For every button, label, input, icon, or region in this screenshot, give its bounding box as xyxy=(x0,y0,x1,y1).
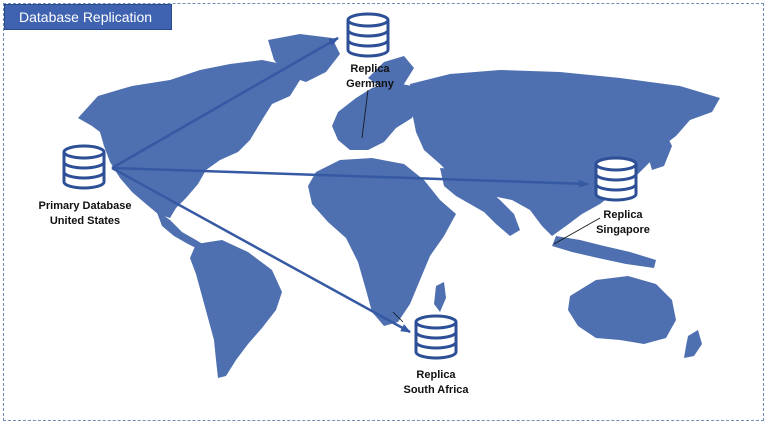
scandinavia-shape xyxy=(368,56,414,92)
germany-label-line2: Germany xyxy=(346,78,394,90)
singapore-label-line1: Replica xyxy=(603,209,643,221)
australia-shape xyxy=(568,276,676,344)
indonesia-shape xyxy=(552,236,656,268)
germany-leader-line xyxy=(361,89,369,139)
new-zealand-shape xyxy=(684,330,702,358)
india-shape xyxy=(440,168,520,236)
primary-database-label: Primary Database United States xyxy=(30,199,140,229)
south-africa-label-line2: South Africa xyxy=(403,384,469,396)
madagascar-shape xyxy=(434,282,446,312)
europe-shape xyxy=(332,82,420,150)
callout-lines xyxy=(361,89,601,323)
arrow-to-singapore xyxy=(111,166,589,188)
central-america-shape xyxy=(156,210,206,250)
south-america-shape xyxy=(190,240,282,378)
diagram-title: Database Replication xyxy=(4,4,172,30)
database-icon xyxy=(62,144,106,190)
primary-label-line1: Primary Database xyxy=(38,200,132,212)
germany-replica-label: Replica Germany xyxy=(330,62,410,92)
primary-label-line2: United States xyxy=(49,215,121,227)
arrow-to-germany xyxy=(111,36,339,170)
singapore-replica-label: Replica Singapore xyxy=(588,208,658,238)
diagram-frame xyxy=(3,3,764,421)
database-icon xyxy=(414,314,458,360)
germany-label-line1: Replica xyxy=(350,63,390,75)
singapore-label-line2: Singapore xyxy=(596,224,650,236)
africa-shape xyxy=(308,158,456,326)
north-america-shape xyxy=(78,60,300,218)
singapore-leader-line xyxy=(553,217,601,245)
japan-shape xyxy=(648,130,672,170)
database-icon xyxy=(346,12,390,58)
south-africa-label-line1: Replica xyxy=(416,369,456,381)
south-africa-replica-label: Replica South Africa xyxy=(386,368,486,398)
database-icon xyxy=(594,156,638,202)
asia-shape xyxy=(410,70,720,236)
replication-arrows xyxy=(111,36,589,334)
arrow-to-south-africa xyxy=(111,166,411,334)
south-africa-leader-line xyxy=(392,311,404,323)
world-map xyxy=(78,34,720,378)
